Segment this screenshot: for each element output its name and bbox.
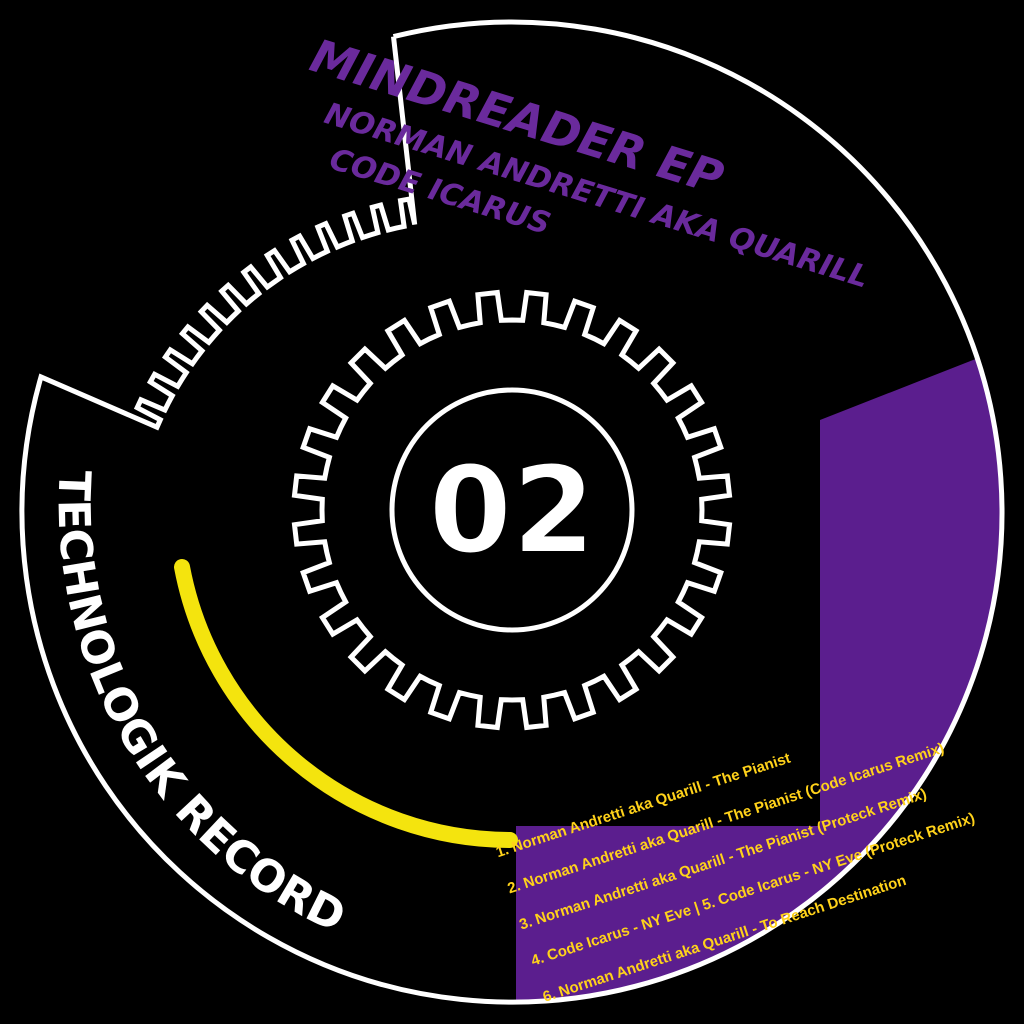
inner-gear xyxy=(291,289,733,731)
catalog-number: 02 xyxy=(429,442,596,581)
outer-gear-ring xyxy=(19,19,1005,1005)
yellow-progress-arc xyxy=(174,559,518,848)
center-circle xyxy=(389,387,635,633)
